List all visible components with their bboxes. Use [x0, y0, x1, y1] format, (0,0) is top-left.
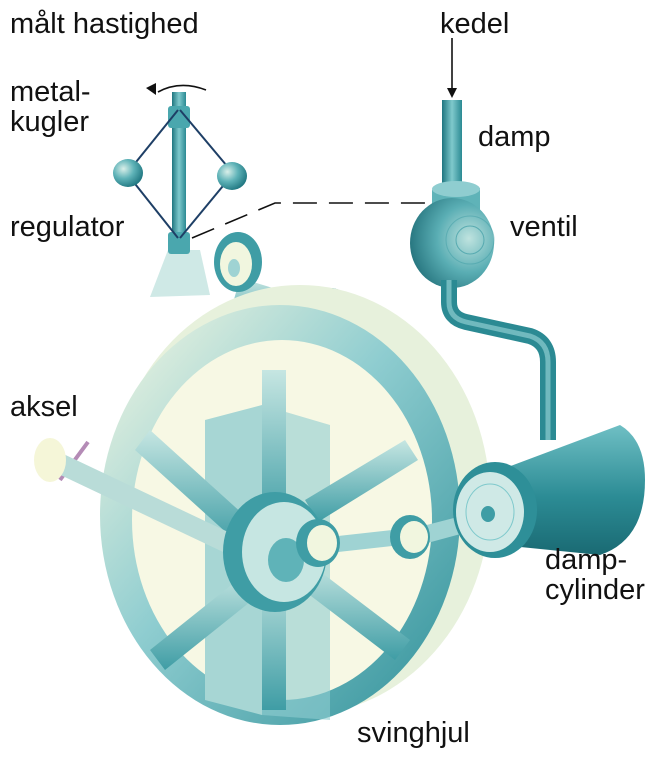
down-arrow-icon-head	[447, 88, 457, 98]
label-steam-cylinder: damp- cylinder	[545, 545, 645, 605]
label-metal-balls: metal- kugler	[10, 77, 91, 137]
governor-collar-top	[168, 106, 190, 128]
governor-pulley-hub	[228, 259, 240, 277]
flywheel-spoke	[150, 570, 265, 670]
label-boiler: kedel	[440, 8, 510, 40]
label-metal-balls-line1: metal-	[10, 76, 91, 108]
metal-ball	[113, 159, 143, 187]
control-linkage	[191, 202, 430, 239]
label-steam: damp	[478, 121, 551, 153]
steam-supply	[442, 38, 462, 195]
governor-collar-bottom	[168, 232, 190, 254]
flywheel-spoke	[135, 430, 255, 545]
valve	[410, 181, 495, 288]
label-shaft: aksel	[10, 391, 78, 423]
axle-end	[34, 438, 66, 482]
flywheel-spoke	[305, 440, 418, 522]
rotation-arrow-icon-head	[146, 83, 156, 95]
label-flywheel: svinghjul	[357, 717, 470, 749]
crosshead-face	[400, 521, 428, 553]
governor-arm	[127, 174, 179, 239]
label-valve: ventil	[510, 211, 578, 243]
crank-mechanism	[296, 510, 490, 567]
steam-cylinder	[453, 425, 645, 558]
label-governor: regulator	[10, 211, 125, 243]
connecting-rod	[320, 528, 410, 554]
valve-ring	[455, 225, 485, 255]
cylinder-gland	[481, 506, 495, 522]
governor-base	[150, 250, 210, 297]
rotation-arrow-icon	[157, 84, 207, 93]
governor	[113, 83, 247, 297]
flywheel-axle	[50, 450, 245, 560]
metal-ball	[217, 162, 247, 190]
steam-pipe	[442, 100, 462, 195]
cylinder-body	[500, 425, 645, 555]
flywheel-spoke	[290, 560, 410, 660]
label-measured-speed: målt hastighed	[10, 8, 199, 40]
valve-ring	[445, 215, 495, 265]
crank-pin-face	[307, 525, 337, 561]
flywheel-hub-center	[268, 538, 304, 582]
flywheel	[34, 285, 490, 725]
governor-arm	[179, 109, 233, 173]
label-metal-balls-line2: kugler	[10, 106, 89, 138]
governor-spindle	[172, 92, 186, 252]
cylinder-feed-pipe-highlight	[446, 280, 551, 440]
valve-body	[410, 198, 494, 288]
label-steam-cylinder-line1: damp-	[545, 544, 628, 576]
valve-cap-top	[432, 181, 480, 197]
cylinder-end-ring	[465, 483, 515, 541]
label-steam-cylinder-line2: cylinder	[545, 574, 645, 606]
